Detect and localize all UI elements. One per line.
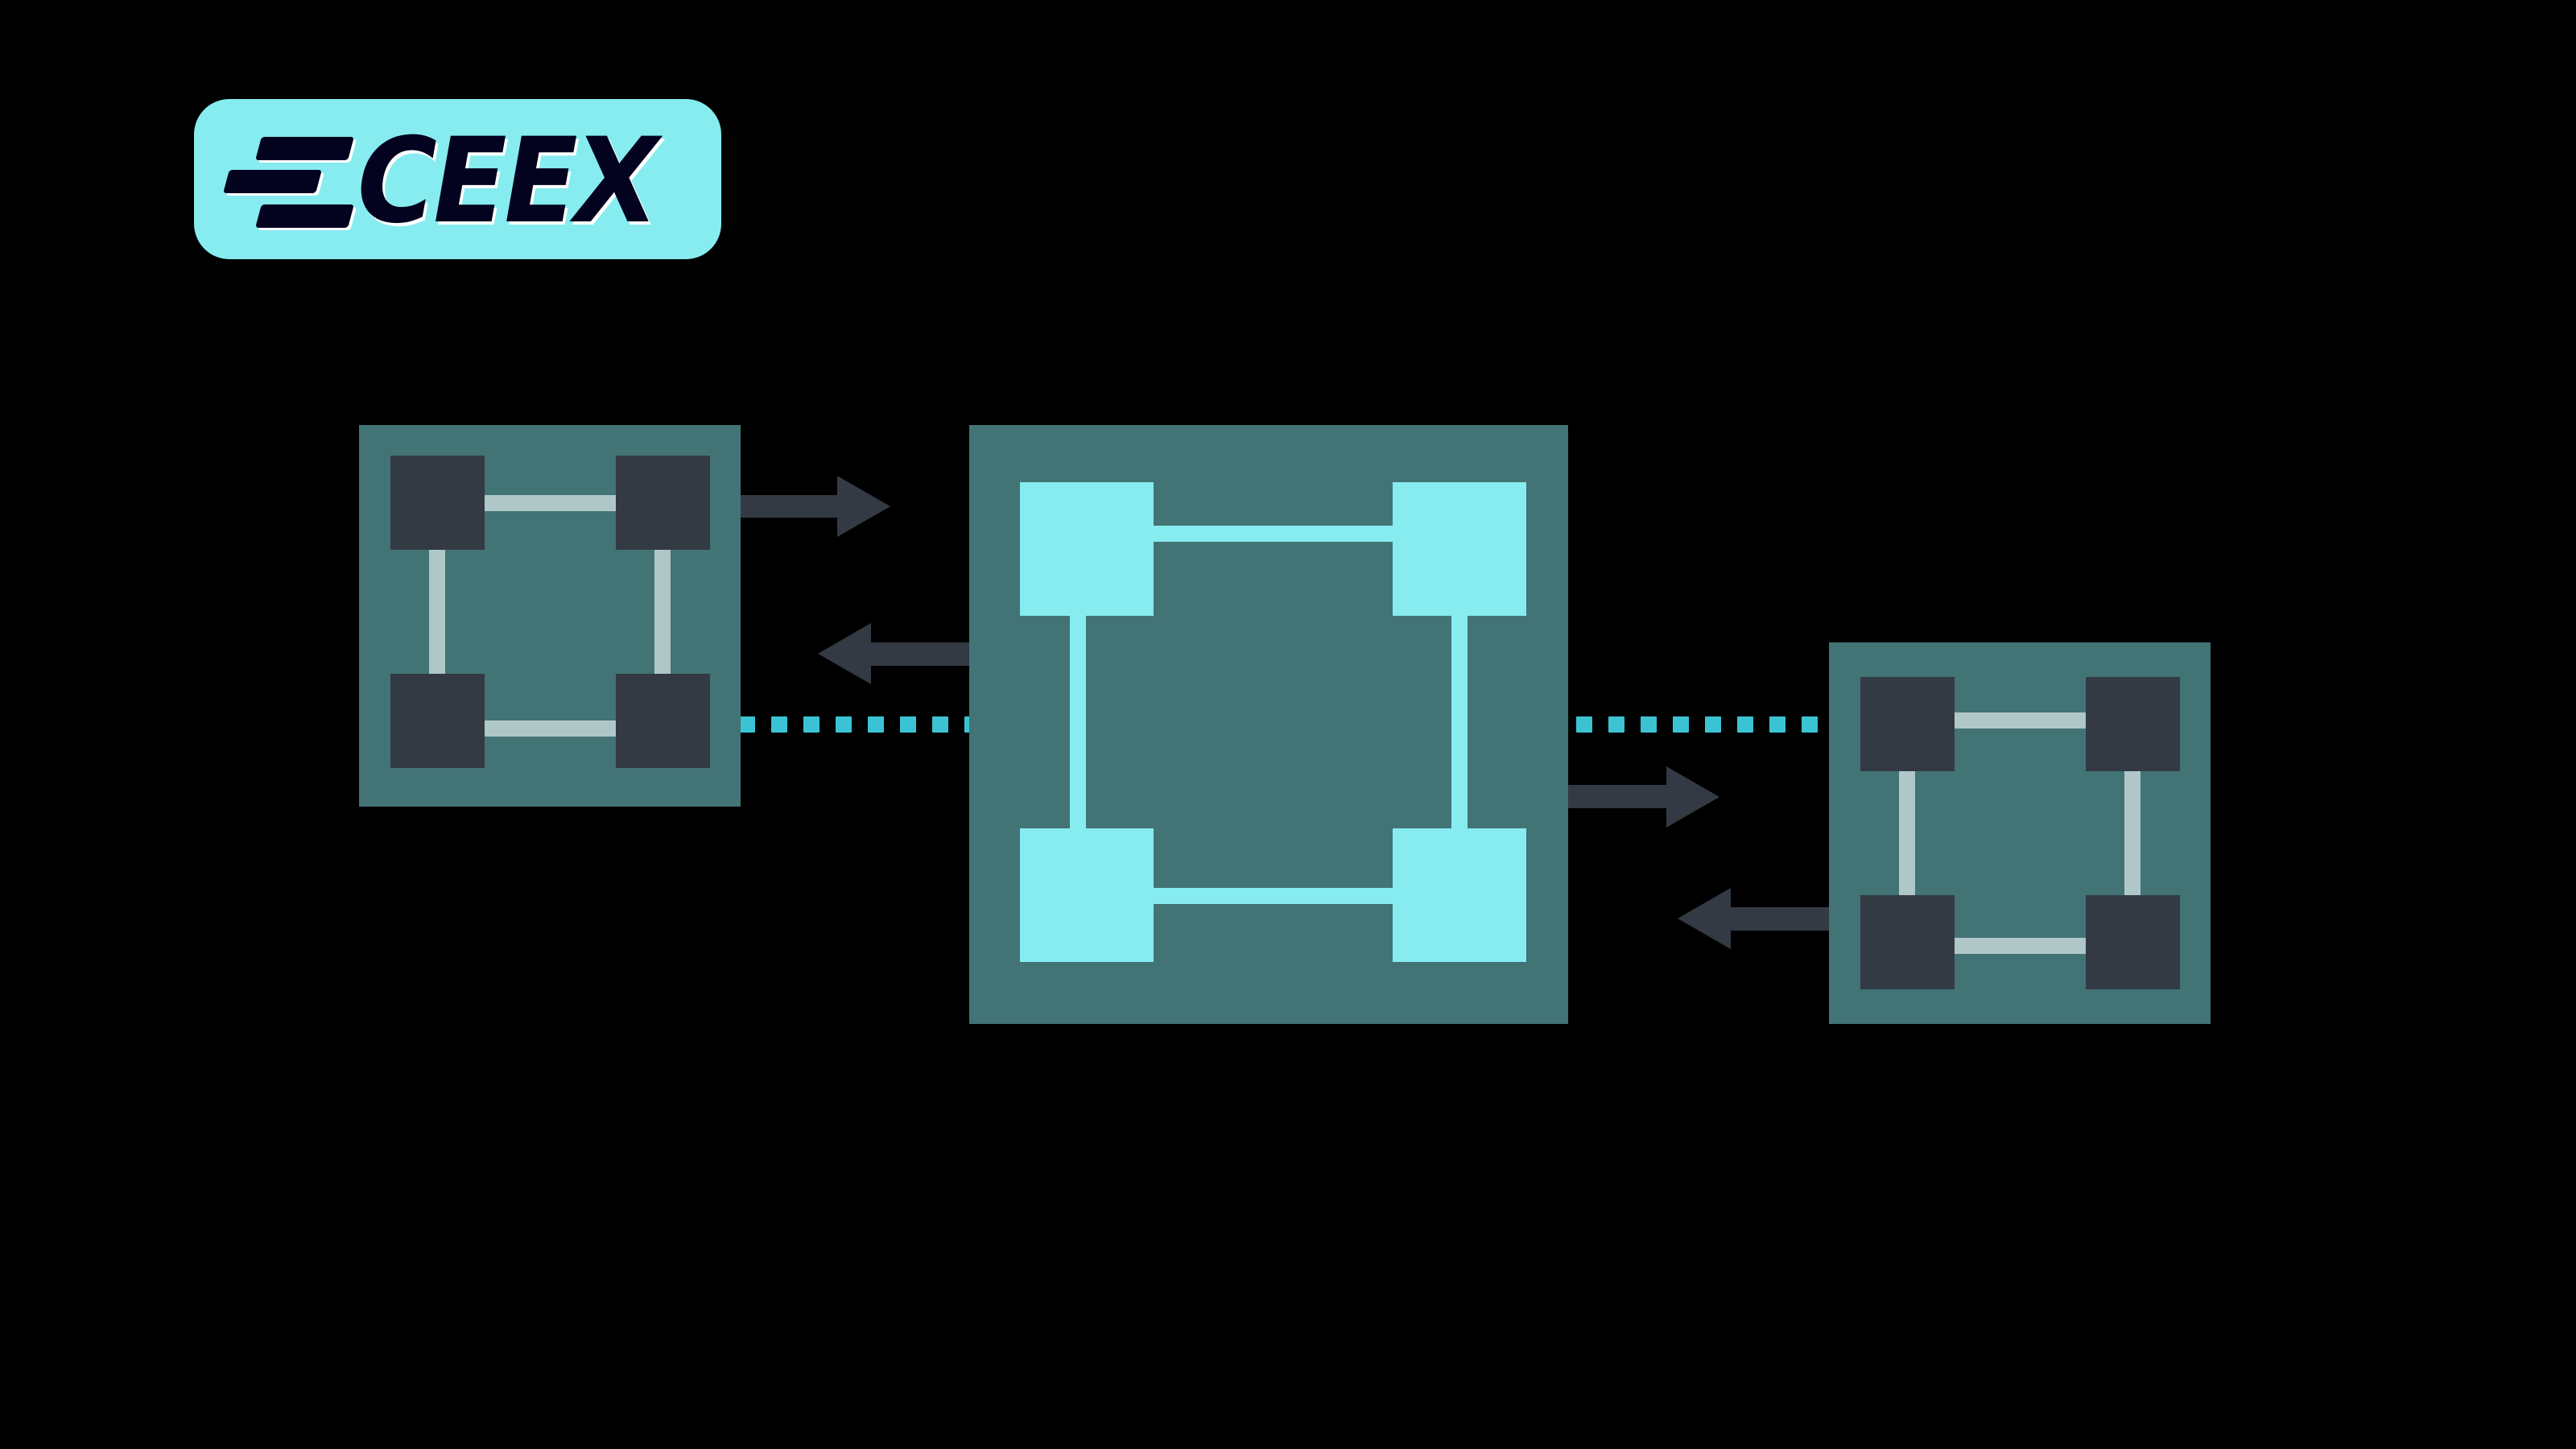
logo-bar-top: [255, 137, 354, 160]
link-left: [429, 550, 445, 674]
link-bottom: [1154, 888, 1393, 904]
node-bottom-right: [616, 674, 710, 768]
link-right: [654, 550, 671, 674]
node-bottom-right: [2086, 895, 2180, 989]
node-top-left: [390, 456, 485, 550]
logo-bar-middle: [223, 170, 322, 193]
link-right: [1451, 616, 1468, 828]
node-top-right: [616, 456, 710, 550]
link-right: [2124, 771, 2140, 895]
dotted-link-center-right: [1568, 716, 1829, 733]
link-left: [1899, 771, 1915, 895]
dotted-link-left-center: [741, 716, 969, 733]
link-left: [1070, 616, 1086, 828]
node-bottom-left: [1020, 828, 1154, 962]
center-cluster: [969, 425, 1568, 1024]
logo-bar-bottom: [255, 204, 354, 228]
link-top: [485, 495, 616, 511]
arrow-left-icon: [1678, 888, 1829, 949]
link-bottom: [1955, 938, 2086, 954]
arrow-right-icon: [741, 476, 890, 537]
link-top: [1955, 712, 2086, 729]
link-bottom: [485, 720, 616, 737]
logo-text: CEEX: [344, 113, 667, 250]
node-bottom-left: [1860, 895, 1955, 989]
node-bottom-right: [1393, 828, 1526, 962]
right-cluster: [1829, 642, 2211, 1024]
left-cluster: [359, 425, 741, 807]
node-top-right: [1393, 482, 1526, 616]
ceex-logo: CEEX: [194, 99, 721, 259]
arrow-right-icon: [1568, 766, 1719, 828]
node-bottom-left: [390, 674, 485, 768]
node-top-right: [2086, 677, 2180, 771]
node-top-left: [1020, 482, 1154, 616]
link-top: [1154, 526, 1393, 542]
arrow-left-icon: [818, 623, 969, 684]
node-top-left: [1860, 677, 1955, 771]
